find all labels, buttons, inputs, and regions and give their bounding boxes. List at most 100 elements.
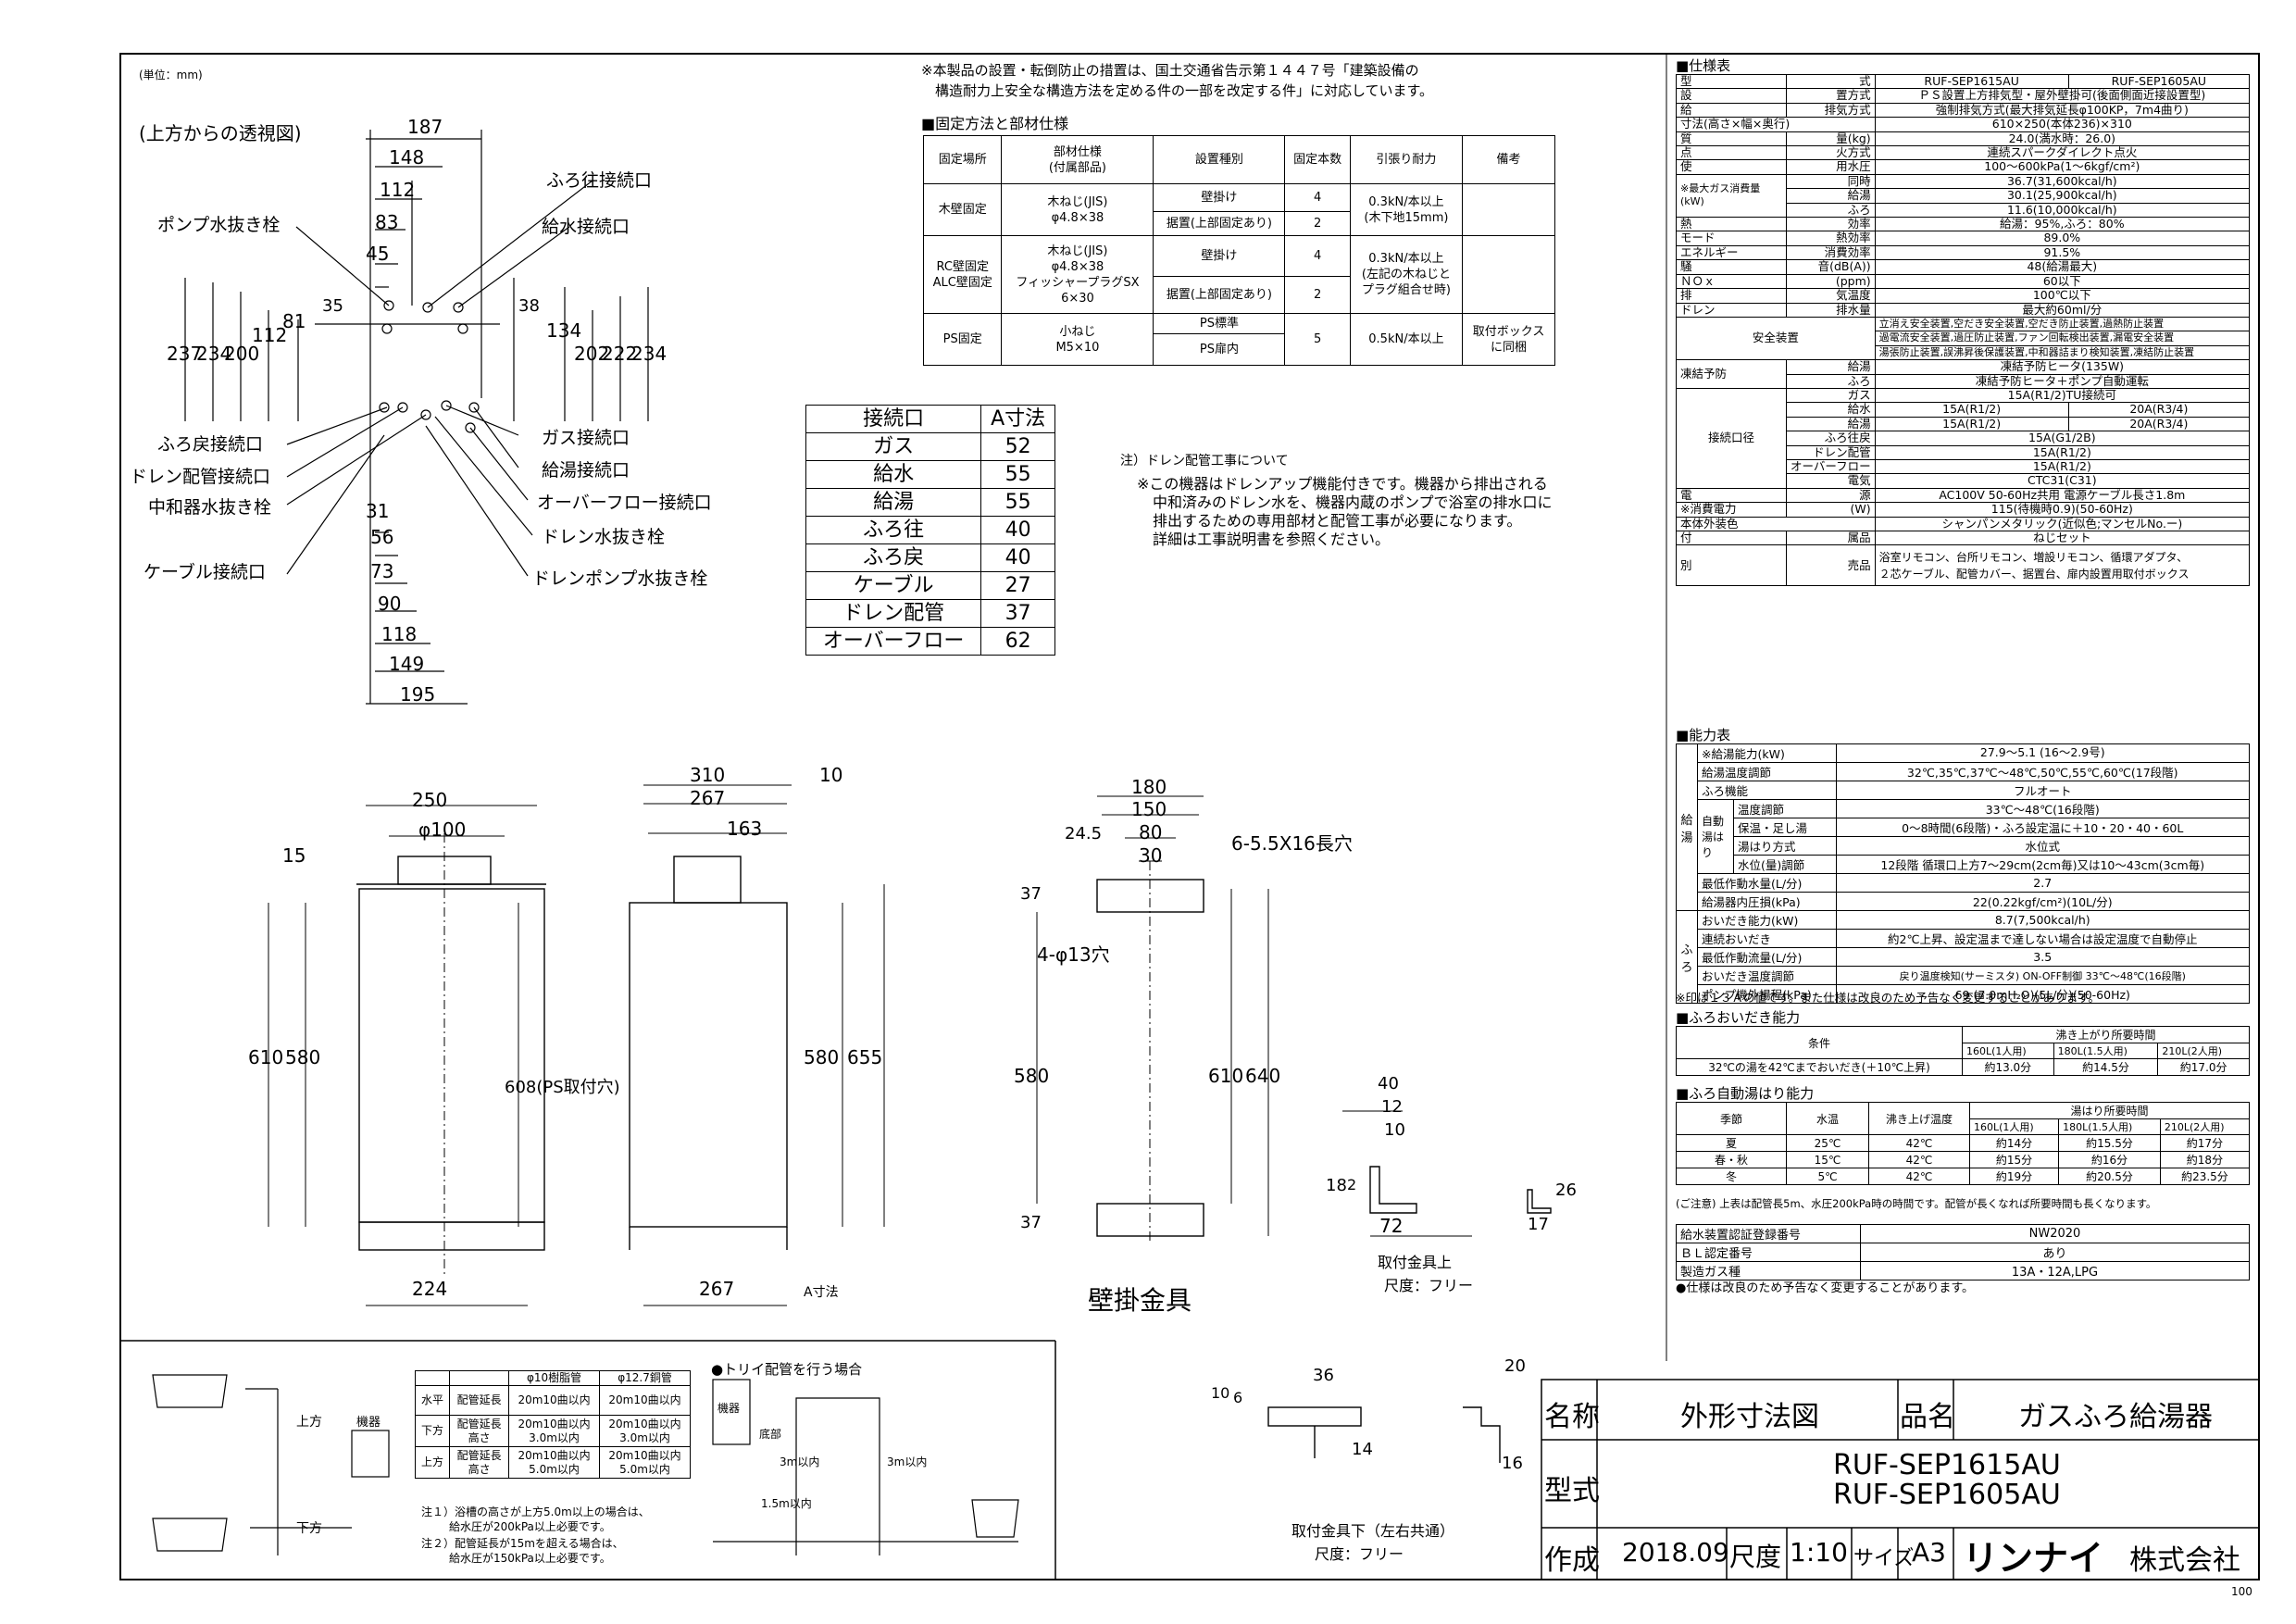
spec-r22-b: 給湯 — [1786, 416, 1876, 432]
pipe-r1-2: 20m10曲以内 3.0m以内 — [508, 1415, 601, 1447]
spec-r19-c: 凍結予防ヒータ＋ポンプ自動運転 — [1874, 373, 2251, 389]
br-dim-37-bottom: 37 — [1020, 1213, 1042, 1232]
fix-r2-0: RC壁固定 ALC壁固定 — [922, 235, 1003, 314]
fix-r0-4: 0.3kN/本以上 (木下地15mm) — [1349, 183, 1464, 236]
reheat-c1: 180L(1.5人用) — [2053, 1043, 2159, 1059]
pipe-h2: φ10樹脂管 — [508, 1370, 601, 1386]
spec-r28-a: ※消費電力 — [1676, 502, 1787, 518]
spec-r25-b: オーバーフロー — [1786, 458, 1876, 475]
spec-r2-b: 排気方式 — [1786, 102, 1876, 119]
perf-r9-b: 8.7(7,500kcal/h) — [1835, 910, 2250, 930]
torii-label-unit: 機器 — [718, 1402, 741, 1415]
dim-31: 31 — [366, 500, 390, 522]
perf-r3-a: 温度調節 — [1733, 799, 1837, 818]
spec-r0-d: RUF-SEP1605AU — [2067, 73, 2251, 90]
spec-r25-c: 15A(R1/2) — [1874, 458, 2251, 475]
perf-r10-b: 約2℃上昇、設定温まで達しない場合は設定温度で自動停止 — [1835, 929, 2250, 948]
spec-r16-a: ドレン — [1676, 302, 1787, 318]
ad-r4-0: ふろ戻 — [805, 543, 982, 572]
fix-h0: 固定場所 — [922, 135, 1003, 184]
label-bath-return-port: ふろ戻接続口 — [157, 434, 264, 455]
spec-r8-b: 給湯 — [1786, 188, 1876, 204]
spec-r6-a: 使 — [1676, 159, 1787, 175]
fix-r2-2: 壁掛け — [1153, 235, 1286, 277]
torii-label-1-5m: 1.5m以内 — [761, 1497, 812, 1510]
low-dim-20: 20 — [1504, 1356, 1526, 1376]
fix-h1: 部材仕様 (付属部品) — [1001, 135, 1154, 184]
dim-187: 187 — [407, 116, 443, 138]
tb-name-label: 名称 — [1544, 1401, 1600, 1433]
pipe-label-unit: 機器 — [356, 1416, 381, 1430]
spec-r30-c: ねじセット — [1874, 530, 2251, 546]
spec-r4-c: 24.0(満水時：26.0) — [1874, 131, 2251, 147]
spec-r26-c: CTC31(C31) — [1874, 473, 2251, 489]
perf-r1-a: 給湯温度調節 — [1697, 762, 1837, 781]
pipe-note-4: 給水圧が150kPa以上必要です。 — [449, 1552, 611, 1565]
spec-r9-b: ふろ — [1786, 202, 1876, 219]
spec-r16-b: 排水量 — [1786, 302, 1876, 318]
fill-r0-2: 42℃ — [1868, 1134, 1970, 1152]
lower-fitting-scale: 尺度：フリー — [1315, 1545, 1404, 1563]
spec-r2-c: 強制排気方式(最大排気延長φ100KP，7m4曲り) — [1874, 102, 2251, 119]
fix-r0-2: 壁掛け — [1153, 183, 1286, 212]
fill-r2-0: 冬 — [1676, 1168, 1787, 1185]
ad-r3-0: ふろ往 — [805, 516, 982, 544]
torii-label-bottom: 底部 — [759, 1428, 782, 1441]
pipe-r1-1: 配管延長 高さ — [449, 1415, 510, 1447]
perf-r5-a: 湯はり方式 — [1733, 836, 1837, 856]
reheat-r3: 約17.0分 — [2157, 1058, 2250, 1076]
fix-r4-1: 小ねじ M5×10 — [1001, 313, 1154, 366]
side-dim-a: A寸法 — [804, 1285, 839, 1300]
dim-90: 90 — [378, 593, 402, 615]
perf-r11-b: 3.5 — [1835, 947, 2250, 967]
fill-h3: 湯はり所要時間 — [1969, 1102, 2250, 1119]
low-dim-36: 36 — [1313, 1366, 1334, 1385]
reheat-title: ■ふろおいだき能力 — [1676, 1009, 1801, 1026]
spec-r3-a: 寸法(高さ×幅×奥行) — [1676, 117, 1876, 132]
spec-r7-a: ※最大ガス消費量(kW) — [1676, 173, 1787, 219]
pipe-r1-0: 下方 — [414, 1415, 451, 1447]
label-drain-plug: ドレン水抜き栓 — [542, 527, 666, 547]
side-dim-580: 580 — [804, 1046, 840, 1068]
up-dim-26: 26 — [1555, 1181, 1577, 1200]
spec-r13-b: 音(dB(A)) — [1786, 259, 1876, 275]
spec-r4-a: 質 — [1676, 131, 1787, 147]
perf-r9-a: おいだき能力(kW) — [1697, 910, 1837, 930]
perf-r2-a: ふろ機能 — [1697, 781, 1837, 800]
fix-r0-5 — [1462, 183, 1555, 236]
dim-38: 38 — [518, 296, 540, 316]
ad-r7-0: オーバーフロー — [805, 627, 982, 656]
perf-r7-b: 2.7 — [1835, 873, 2250, 893]
spec-r20-c: 15A(R1/2)TU接続可 — [1874, 387, 2251, 404]
spec-r10-c: 給湯：95%,ふろ：80% — [1874, 217, 2251, 232]
up-dim-17: 17 — [1528, 1215, 1549, 1234]
spec-r7-b: 同時 — [1786, 173, 1876, 190]
ad-r2-1: 55 — [980, 488, 1055, 517]
fill-h0: 季節 — [1676, 1102, 1787, 1135]
cert-0-label: 給水装置認証登録番号 — [1676, 1224, 1861, 1243]
spec-r23-b: ふろ往戻 — [1786, 431, 1876, 446]
spec-r14-a: ＮＯｘ — [1676, 273, 1787, 290]
fix-r0-3: 4 — [1284, 183, 1351, 212]
tb-scale: 1:10 — [1790, 1537, 1848, 1568]
fill-r1-5: 約18分 — [2159, 1151, 2251, 1168]
label-bath-supply-port: ふろ往接続口 — [546, 170, 653, 191]
fixing-method-table: 固定場所部材仕様 (付属部品)設置種別固定本数引張り耐力備考 木壁固定木ねじ(J… — [922, 135, 1555, 366]
top-view-title: (上方からの透視図) — [139, 122, 302, 144]
perf-r3-b: 33℃～48℃(16段階) — [1835, 799, 2250, 818]
torii-title: ●トリイ配管を行う場合 — [711, 1361, 863, 1378]
wall-bracket-view — [1036, 795, 1269, 1241]
tb-scale-label: 尺度 — [1729, 1542, 1782, 1572]
pipe-label-down: 下方 — [296, 1521, 322, 1536]
up-dim-72: 72 — [1379, 1215, 1404, 1237]
side-view — [629, 784, 885, 1306]
spec-r23-c: 15A(G1/2B) — [1874, 431, 2251, 446]
fill-r1-0: 春・秋 — [1676, 1151, 1787, 1168]
spec-r22-d: 20A(R3/4) — [2067, 416, 2251, 432]
auto-fill-table: 季節水温沸き上げ温度湯はり所要時間 160L(1人用)180L(1.5人用)21… — [1676, 1102, 2251, 1185]
spec-r22-c: 15A(R1/2) — [1874, 416, 2069, 432]
